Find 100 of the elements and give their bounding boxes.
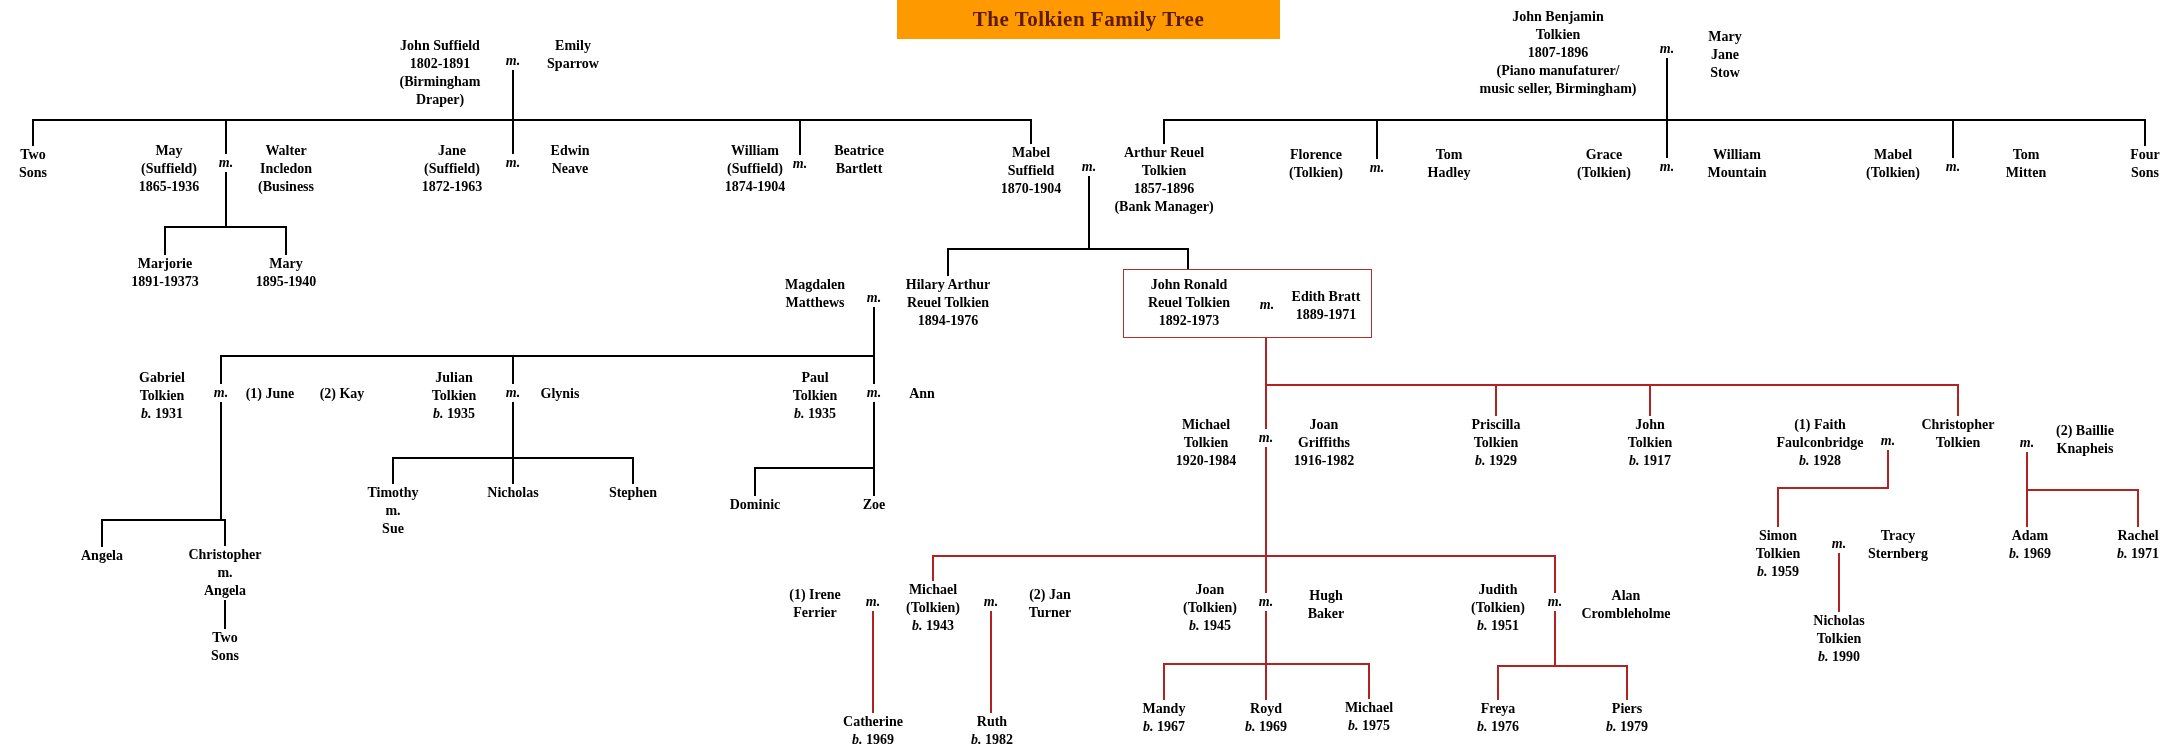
person-label: Hilary Arthur Reuel Tolkien 1894-1976 xyxy=(905,276,991,330)
family-line xyxy=(1554,610,1628,701)
family-line xyxy=(1666,57,2146,147)
person-label: Jane (Suffield) 1872-1963 xyxy=(421,142,483,196)
person-label: Tom Hadley xyxy=(1427,146,1471,182)
title: The Tolkien Family Tree xyxy=(897,0,1280,39)
person-label: Christopher m. Angela xyxy=(188,546,262,600)
marriage-mark: m. xyxy=(1945,158,1961,176)
person-label: John Benjamin Tolkien 1807-1896 (Piano manufaturer/ music seller, Birmingham) xyxy=(1479,8,1637,98)
marriage-mark: m. xyxy=(1547,593,1563,611)
person-label: Joan Griffiths 1916-1982 xyxy=(1293,416,1355,470)
person-label: Four Sons xyxy=(2130,146,2160,182)
person-label: Mary 1895-1940 xyxy=(255,255,317,291)
person-label: Beatrice Bartlett xyxy=(834,142,884,178)
marriage-mark: m. xyxy=(1081,158,1097,176)
person-label: Christopher Tolkien xyxy=(1921,416,1995,452)
marriage-mark: m. xyxy=(865,593,881,611)
person-label: Tracy Sternberg xyxy=(1868,527,1928,563)
person-label: Paul Tolkien b. 1935 xyxy=(792,369,838,423)
person-label: Florence (Tolkien) xyxy=(1289,146,1343,182)
person-label: Angela xyxy=(81,547,123,565)
person-label: Mandy b. 1967 xyxy=(1142,700,1186,736)
person-label: Mabel (Tolkien) xyxy=(1866,146,1920,182)
person-label: Edith Bratt 1889-1971 xyxy=(1291,288,1361,324)
person-label: Magdalen Matthews xyxy=(785,276,845,312)
person-label: (2) Jan Turner xyxy=(1028,586,1072,622)
family-line xyxy=(1265,610,1370,700)
person-label: Nicholas Tolkien b. 1990 xyxy=(1813,612,1865,666)
person-label: Judith (Tolkien) b. 1951 xyxy=(1471,581,1525,635)
person-label: Royd b. 1969 xyxy=(1245,700,1287,736)
person-label: (2) Kay xyxy=(319,385,365,403)
person-label: Michael b. 1975 xyxy=(1344,699,1394,735)
person-label: Michael Tolkien 1920-1984 xyxy=(1175,416,1237,470)
person-label: Michael (Tolkien) b. 1943 xyxy=(906,581,960,635)
person-label: William (Suffield) 1874-1904 xyxy=(724,142,786,196)
family-line xyxy=(873,306,875,385)
person-label: Simon Tolkien b. 1959 xyxy=(1755,527,1801,581)
person-label: Nicholas xyxy=(487,484,539,502)
person-label: (1) Irene Ferrier xyxy=(789,586,841,622)
marriage-mark: m. xyxy=(2019,434,2035,452)
marriage-mark: m. xyxy=(505,52,521,70)
marriage-mark: m. xyxy=(1258,429,1274,447)
person-label: Zoe xyxy=(862,496,886,514)
marriage-mark: m. xyxy=(1880,432,1896,450)
person-label: Timothy m. Sue xyxy=(367,484,419,538)
family-line xyxy=(1838,552,1840,613)
family-line xyxy=(1088,175,1189,270)
person-label: Gabriel Tolkien b. 1931 xyxy=(139,369,185,423)
person-label: Julian Tolkien b. 1935 xyxy=(431,369,477,423)
family-line xyxy=(224,599,226,630)
marriage-mark: m. xyxy=(213,384,229,402)
person-label: Edwin Neave xyxy=(550,142,590,178)
family-line xyxy=(512,401,634,485)
person-label: Walter Incledon (Business xyxy=(258,142,314,196)
person-label: Marjorie 1891-19373 xyxy=(131,255,199,291)
person-label: Ruth b. 1982 xyxy=(971,713,1013,749)
marriage-mark: m. xyxy=(866,384,882,402)
family-line xyxy=(2026,451,2139,528)
person-label: John Ronald Reuel Tolkien 1892-1973 xyxy=(1147,276,1231,330)
person-label: Dominic xyxy=(729,496,781,514)
person-label: Glynis xyxy=(540,385,580,403)
marriage-mark: m. xyxy=(1659,40,1675,58)
person-label: Freya b. 1976 xyxy=(1477,700,1519,736)
marriage-mark: m. xyxy=(1369,159,1385,177)
person-label: Joan (Tolkien) b. 1945 xyxy=(1183,581,1237,635)
person-label: Two Sons xyxy=(211,629,239,665)
person-label: John Suffield 1802-1891 (Birmingham Draper) xyxy=(399,37,481,109)
person-label: William Mountain xyxy=(1707,146,1767,182)
family-line xyxy=(1777,449,1889,528)
person-label: Mabel Suffield 1870-1904 xyxy=(1000,144,1062,198)
marriage-mark: m. xyxy=(983,593,999,611)
person-label: (1) June xyxy=(245,385,295,403)
person-label: Ann xyxy=(909,385,935,403)
person-label: Emily Sparrow xyxy=(547,37,599,73)
family-line xyxy=(220,401,226,547)
marriage-mark: m. xyxy=(866,289,882,307)
person-label: Catherine b. 1969 xyxy=(843,713,903,749)
marriage-mark: m. xyxy=(1659,158,1675,176)
marriage-mark: m. xyxy=(1258,593,1274,611)
marriage-mark: m. xyxy=(218,154,234,172)
person-label: Piers b. 1979 xyxy=(1606,700,1648,736)
highlight-box xyxy=(1123,269,1372,338)
marriage-mark: m. xyxy=(1259,296,1275,314)
family-line xyxy=(512,69,1032,145)
marriage-mark: m. xyxy=(1831,535,1847,553)
person-label: Tom Mitten xyxy=(2005,146,2047,182)
person-label: (2) Baillie Knapheis xyxy=(2056,422,2114,458)
family-line xyxy=(1265,446,1556,594)
person-label: John Tolkien b. 1917 xyxy=(1627,416,1673,470)
marriage-mark: m. xyxy=(505,384,521,402)
person-label: Rachel b. 1971 xyxy=(2117,527,2159,563)
marriage-mark: m. xyxy=(792,155,808,173)
family-line xyxy=(1265,337,1959,417)
person-label: May (Suffield) 1865-1936 xyxy=(138,142,200,196)
person-label: Hugh Baker xyxy=(1307,587,1345,623)
person-label: Two Sons xyxy=(19,146,47,182)
person-label: Stephen xyxy=(608,484,658,502)
person-label: Alan Crombleholme xyxy=(1581,587,1671,623)
person-label: (1) Faith Faulconbridge b. 1928 xyxy=(1776,416,1864,470)
person-label: Mary Jane Stow xyxy=(1708,28,1742,82)
